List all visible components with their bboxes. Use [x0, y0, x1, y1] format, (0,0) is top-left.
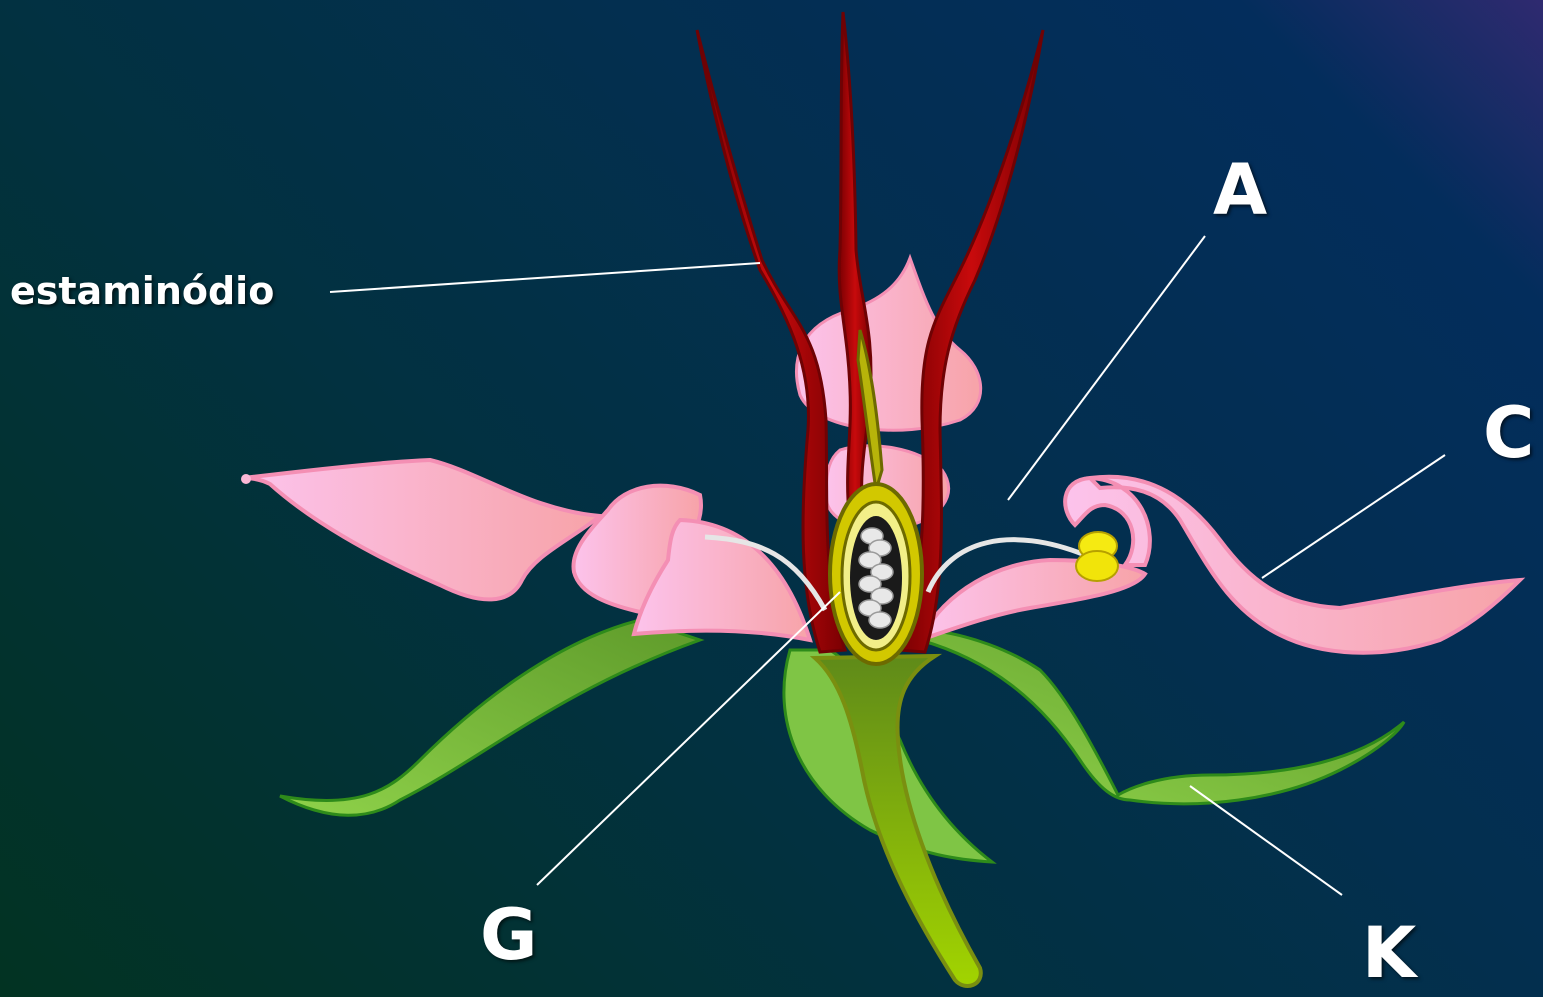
sepal-right — [920, 630, 1404, 804]
petal-far-left — [244, 460, 600, 599]
anther — [1076, 551, 1118, 581]
label-corolla: C — [1483, 398, 1534, 468]
leader-line-corolla — [1262, 455, 1445, 578]
label-staminode: estaminódio — [10, 272, 274, 310]
leader-line-calyx — [1190, 786, 1342, 895]
petal-tip — [241, 474, 251, 484]
label-androecium: A — [1213, 155, 1267, 225]
ovule — [869, 612, 891, 628]
petal-curled-right — [1065, 477, 1520, 653]
label-calyx: K — [1362, 918, 1416, 988]
sepal-left — [280, 620, 700, 815]
leader-line-androecium — [1008, 236, 1205, 500]
label-gynoecium: G — [480, 900, 537, 970]
leader-line-staminode — [330, 263, 760, 292]
